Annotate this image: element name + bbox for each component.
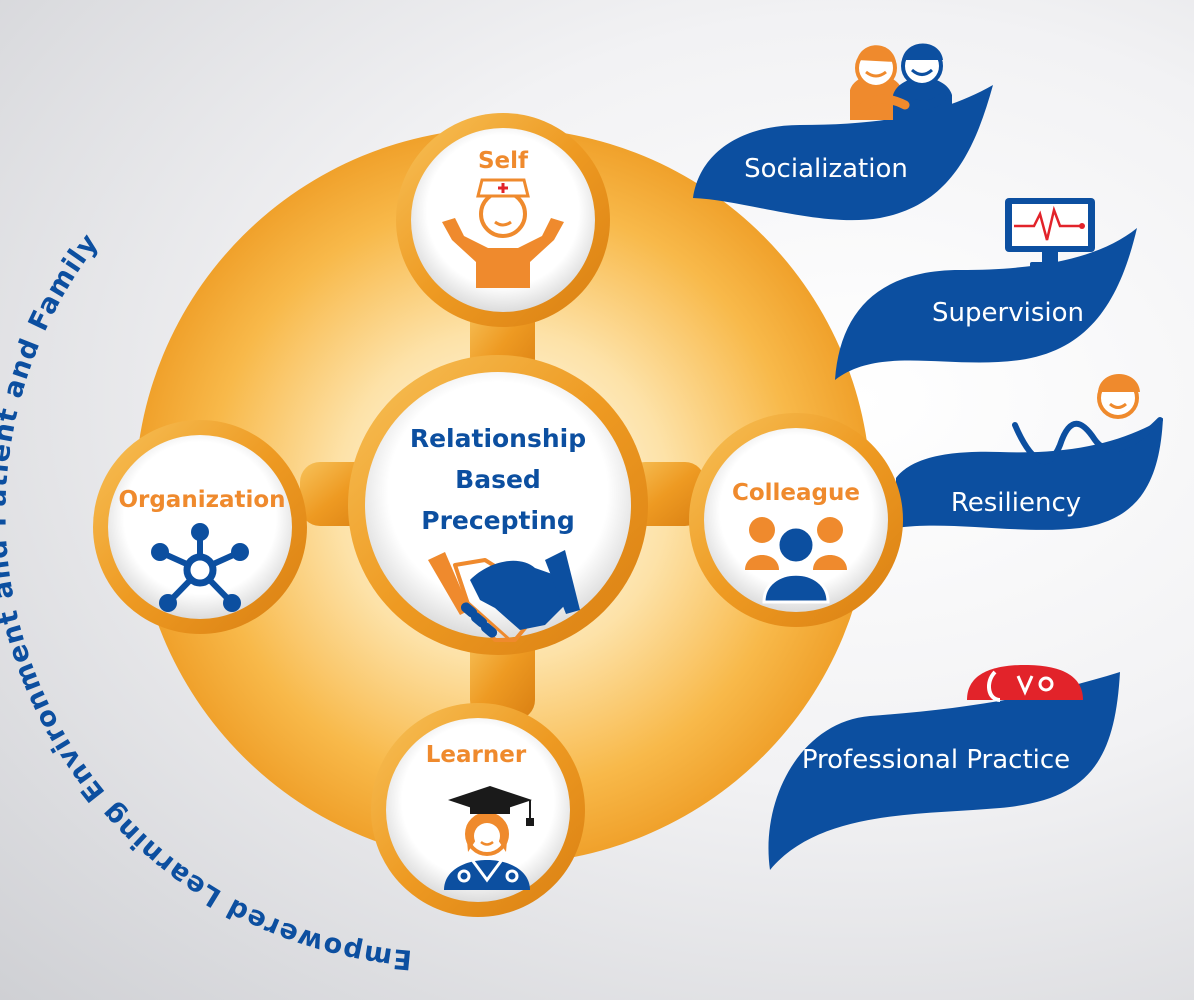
node-colleague: Colleague [689, 413, 903, 627]
node-label-learner: Learner [426, 742, 527, 768]
node-label-colleague: Colleague [732, 480, 860, 506]
heart-monitor-icon [1005, 198, 1095, 268]
node-learner: Learner [371, 703, 585, 917]
node-self: Self [396, 113, 610, 327]
center-line-1: Relationship [410, 424, 586, 453]
banner-label: Resiliency [951, 488, 1081, 518]
node-center: Relationship Based Precepting [348, 355, 648, 655]
group-icon [745, 517, 847, 604]
center-line-3: Precepting [421, 506, 575, 535]
two-people-hugging-icon [850, 43, 952, 128]
banner-label: Socialization [744, 154, 908, 184]
stethoscope-icon [967, 665, 1083, 702]
banner-professional-practice: Professional Practice [768, 672, 1120, 870]
node-label-organization: Organization [118, 487, 285, 513]
handshake-icon [428, 550, 580, 642]
node-label-self: Self [478, 148, 529, 174]
banner-label: Professional Practice [802, 745, 1070, 775]
center-line-2: Based [455, 465, 541, 494]
node-organization: Organization [93, 420, 307, 634]
graduate-icon [444, 786, 534, 890]
person-wave-icon [1012, 374, 1163, 464]
network-hub-icon [151, 523, 249, 612]
banner-resiliency: Resiliency [896, 418, 1163, 530]
banner-label: Supervision [932, 298, 1084, 328]
nurse-icon [442, 178, 564, 288]
